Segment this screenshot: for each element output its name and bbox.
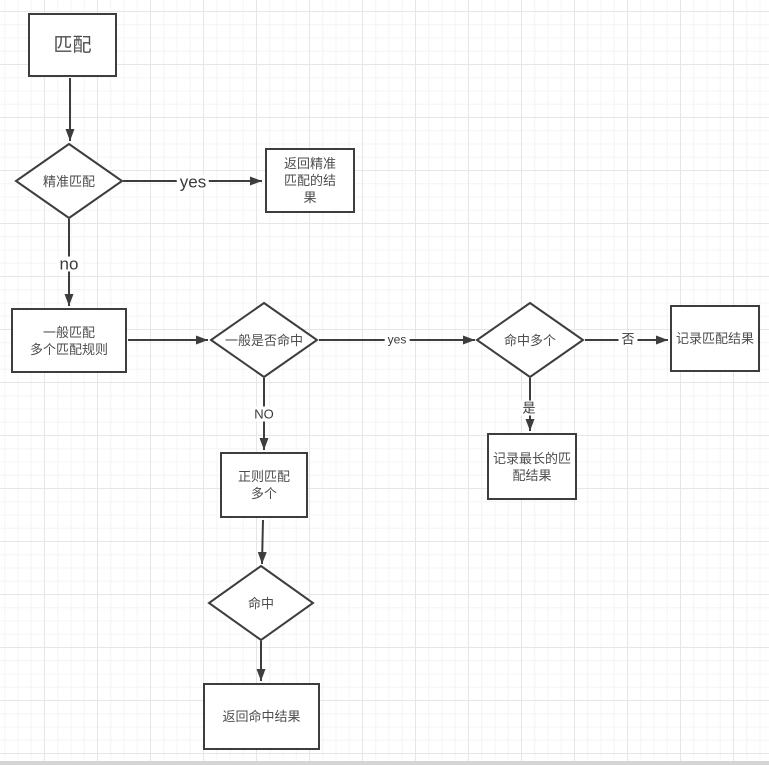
node-hit-multiple-label: 命中多个 xyxy=(503,332,556,348)
edge-label-general-hit-no: NO xyxy=(251,406,277,422)
node-return-exact-result: 返回精准 匹配的结 果 xyxy=(265,148,355,213)
node-hit-multiple-shape xyxy=(475,301,585,379)
node-hit-shape xyxy=(207,564,315,642)
node-match: 匹配 xyxy=(28,13,117,77)
horizontal-scrollbar-track[interactable] xyxy=(0,761,769,765)
node-exact-match-label: 精准匹配 xyxy=(42,173,95,189)
edge-label-hit-multiple-yes: 是 xyxy=(519,400,539,416)
edge-label-general-hit-yes: yes xyxy=(384,332,410,348)
node-hit-label: 命中 xyxy=(247,595,274,611)
node-return-hit-result: 返回命中结果 xyxy=(203,683,320,750)
edge-label-exact-yes: yes xyxy=(176,174,210,191)
node-general-match: 一般匹配 多个匹配规则 xyxy=(11,308,127,373)
edge-label-exact-no: no xyxy=(56,256,82,273)
node-record-longest-result: 记录最长的匹 配结果 xyxy=(487,433,577,500)
edge-label-hit-multiple-no: 否 xyxy=(618,331,638,347)
node-record-match-result: 记录匹配结果 xyxy=(670,305,760,372)
node-exact-match-shape xyxy=(14,142,124,220)
edge-regex-match-to-hit xyxy=(257,519,267,565)
node-general-hit-shape xyxy=(209,301,319,379)
node-regex-match: 正则匹配 多个 xyxy=(220,452,308,518)
node-general-hit-label: 一般是否命中 xyxy=(224,332,303,348)
